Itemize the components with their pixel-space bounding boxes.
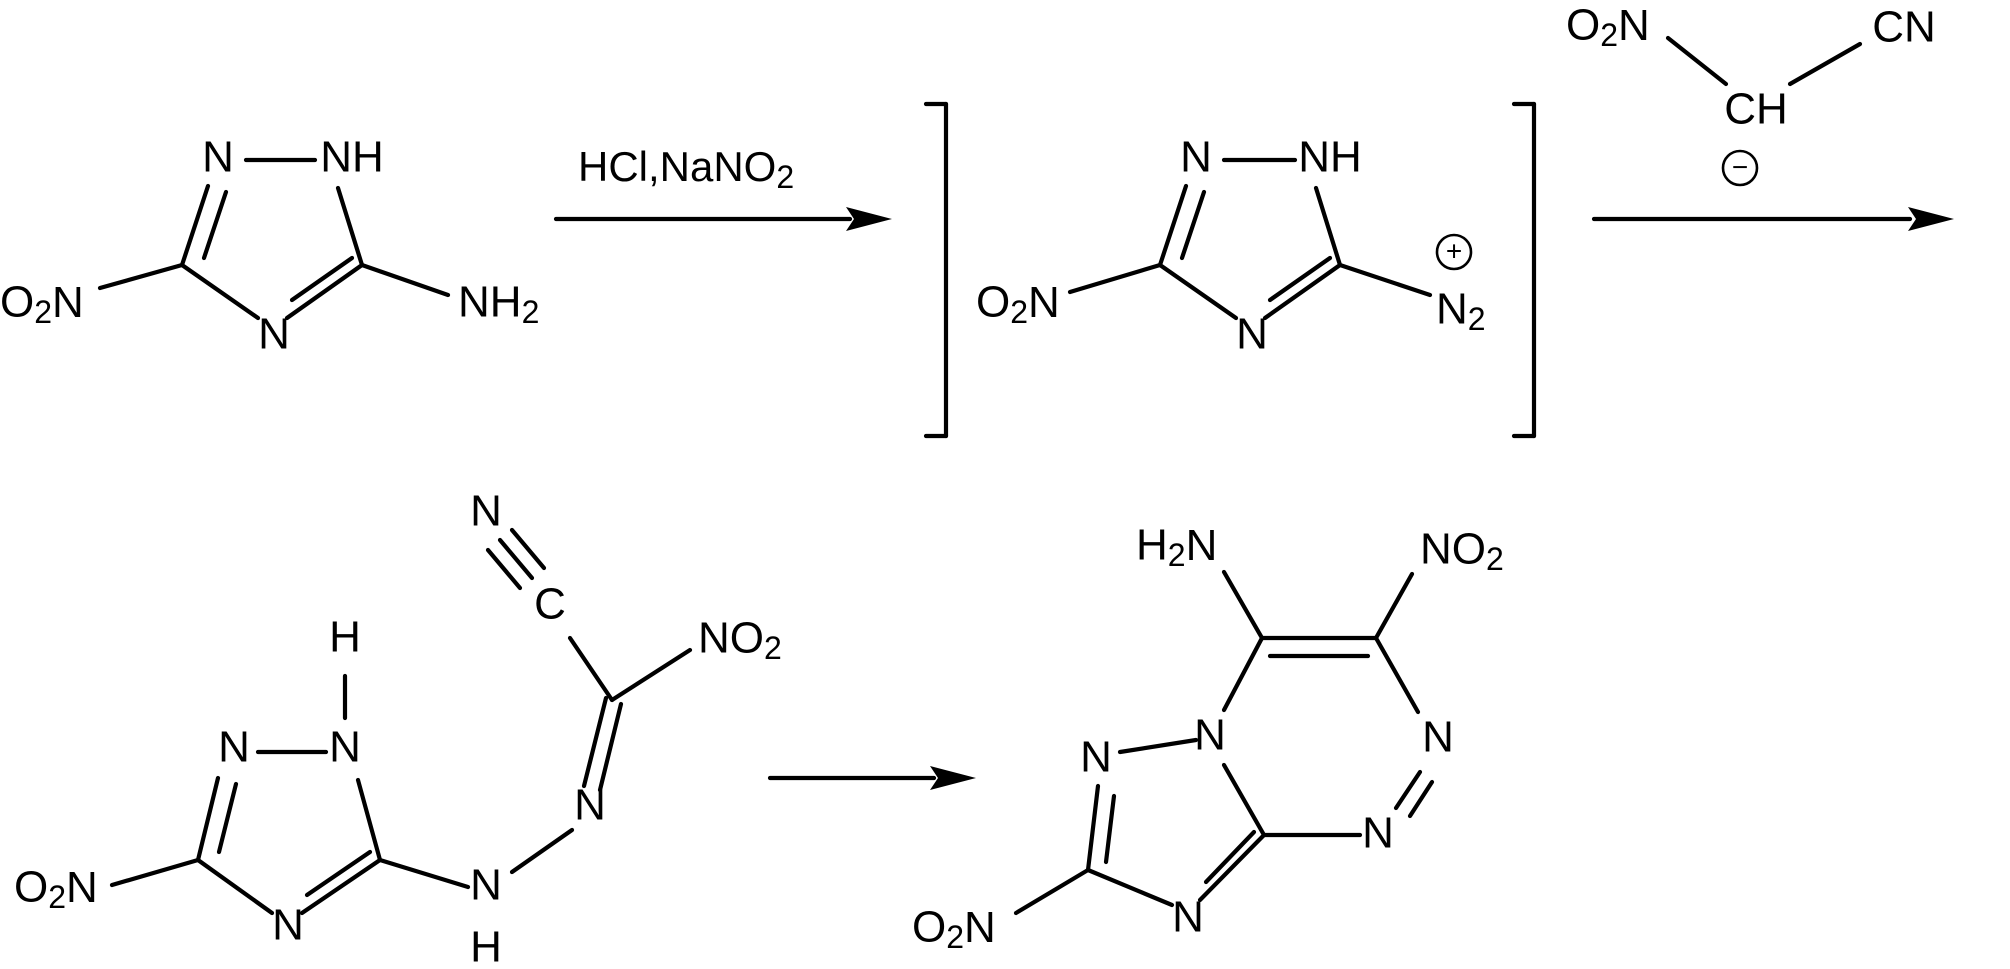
atom-label: N xyxy=(329,723,361,772)
atom-label-h2n: H2N xyxy=(1136,521,1217,574)
bond xyxy=(1203,829,1257,885)
atom-label: N xyxy=(1422,713,1454,762)
minus-charge-icon xyxy=(1721,149,1759,187)
bond xyxy=(335,185,365,268)
arrow-head xyxy=(1908,207,1954,231)
bond xyxy=(195,775,221,863)
bond xyxy=(1157,183,1189,268)
bond xyxy=(195,857,275,916)
atom-label-no2: NO2 xyxy=(698,614,782,667)
bond xyxy=(1013,867,1091,916)
bond xyxy=(284,262,365,321)
bond xyxy=(497,537,535,581)
atom-label-o2n: O2N xyxy=(976,278,1060,331)
bond xyxy=(1103,793,1117,865)
atom-label: N xyxy=(202,133,234,182)
atom-label-nh2: NH2 xyxy=(458,278,539,331)
reaction-arrow-2 xyxy=(1591,207,1954,231)
bond xyxy=(1373,635,1421,715)
bond xyxy=(1117,737,1199,755)
atom-label: N xyxy=(1194,711,1226,760)
bond xyxy=(1067,262,1163,295)
bond xyxy=(97,262,185,291)
arrow-head xyxy=(930,766,976,790)
bond xyxy=(1085,867,1175,908)
bond xyxy=(109,857,201,888)
atom-label: N xyxy=(1362,809,1394,858)
bond xyxy=(1221,635,1265,713)
bond xyxy=(509,527,547,571)
bond xyxy=(609,647,693,703)
atom-label-o2n: O2N xyxy=(0,278,84,331)
atom-label-o2n: O2N xyxy=(14,863,98,916)
minus-sign: − xyxy=(1732,151,1748,182)
atom-label-n2: N2 xyxy=(1436,285,1486,338)
bond xyxy=(355,777,383,863)
atom-label-o2n: O2N xyxy=(1566,1,1650,54)
bond xyxy=(1157,262,1239,321)
bond xyxy=(179,262,261,321)
bond xyxy=(1787,41,1863,87)
bond xyxy=(1665,35,1729,87)
atom-label: CN xyxy=(1872,3,1936,52)
atom-label: H xyxy=(329,613,361,662)
bond xyxy=(485,547,523,591)
bond xyxy=(216,781,239,855)
atom-label: N xyxy=(470,487,502,536)
atom-label-no2: NO2 xyxy=(1420,525,1504,578)
molecule-diazonium: N NH O2N N N2 + xyxy=(923,101,1537,439)
atom-label: C xyxy=(534,580,566,629)
atom-label: N xyxy=(1080,733,1112,782)
molecule-hydrazone: N C NO2 H N N O2N N N N H xyxy=(14,487,782,969)
atom-label: NH xyxy=(1298,133,1362,182)
plus-sign: + xyxy=(1446,235,1462,266)
bond xyxy=(1337,262,1433,298)
bond xyxy=(567,635,615,703)
bond xyxy=(1197,832,1267,903)
arrow-head xyxy=(846,207,892,231)
atom-label: N xyxy=(1172,893,1204,942)
atom-label: N xyxy=(1236,310,1268,359)
atom-label: NH xyxy=(320,133,384,182)
atom-label: N xyxy=(1180,133,1212,182)
bond xyxy=(289,255,355,303)
atom-label: H xyxy=(470,923,502,969)
bond xyxy=(509,827,575,875)
bond xyxy=(1393,769,1423,811)
molecule-triazolotriazine: H2N NO2 N N N N O2N N xyxy=(912,521,1504,956)
bond xyxy=(581,695,609,789)
molecule-nitroacetonitrile-anion: O2N CH CN − xyxy=(1566,1,1936,187)
bond xyxy=(1262,262,1343,321)
bond xyxy=(1267,255,1333,303)
bond xyxy=(377,857,471,890)
plus-charge-icon xyxy=(1435,233,1473,271)
bond xyxy=(597,701,624,793)
bond xyxy=(1373,571,1415,641)
bond xyxy=(299,857,383,916)
bond xyxy=(1407,779,1435,819)
atom-label: CH xyxy=(1724,85,1788,134)
reagent-hcl-nano2: HCl,NaNO2 xyxy=(578,143,794,195)
molecule-aminotriazole: N NH O2N N NH2 xyxy=(0,133,539,359)
atom-label: N xyxy=(258,310,290,359)
bond xyxy=(359,262,451,298)
bond xyxy=(179,183,211,268)
atom-label: N xyxy=(218,723,250,772)
bond xyxy=(1313,185,1343,268)
atom-label-o2n: O2N xyxy=(912,903,996,956)
reaction-arrow-3 xyxy=(767,766,976,790)
atom-label: N xyxy=(574,781,606,830)
bond xyxy=(1085,783,1101,873)
bond xyxy=(304,849,373,898)
reaction-arrow-1: HCl,NaNO2 xyxy=(553,143,892,231)
bond xyxy=(1221,762,1267,838)
bond xyxy=(1221,569,1265,641)
bond xyxy=(1179,189,1207,261)
atom-label: N xyxy=(470,861,502,910)
bond xyxy=(201,189,229,261)
atom-label: N xyxy=(272,901,304,950)
